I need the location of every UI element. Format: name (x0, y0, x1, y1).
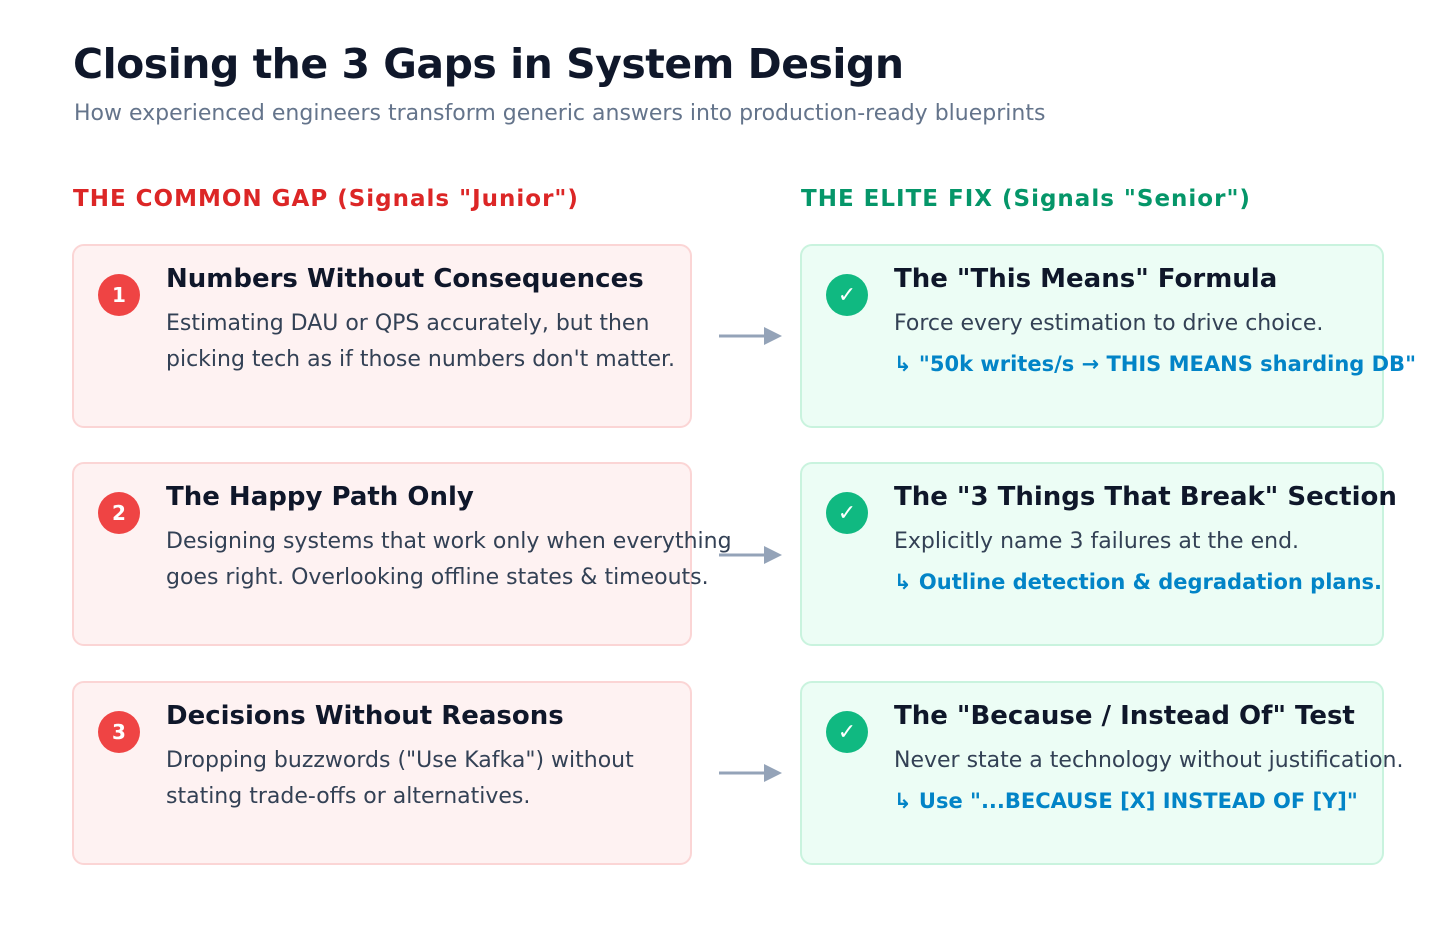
gap-description: Estimating DAU or QPS accurately, but th… (166, 306, 675, 378)
gap-card-2: 2 The Happy Path Only Designing systems … (72, 462, 732, 646)
gap-title: The Happy Path Only (166, 482, 474, 512)
page-subtitle: How experienced engineers transform gene… (74, 101, 1046, 126)
gap-description-line: stating trade-offs or alternatives. (166, 784, 531, 809)
gap-description: Dropping buzzwords ("Use Kafka") without… (166, 743, 634, 815)
gap-number-badge: 3 (98, 711, 140, 753)
fix-description: Never state a technology without justifi… (894, 748, 1404, 773)
fix-title: The "3 Things That Break" Section (894, 482, 1397, 512)
fix-card-2: ✓ The "3 Things That Break" Section Expl… (800, 462, 1397, 646)
gap-description-line: Dropping buzzwords ("Use Kafka") without (166, 748, 634, 773)
gap-description: Designing systems that work only when ev… (166, 524, 732, 596)
fix-note: ↳ Outline detection & degradation plans. (894, 570, 1382, 594)
gap-number-badge: 1 (98, 274, 140, 316)
fix-note: ↳ "50k writes/s → THIS MEANS sharding DB… (894, 352, 1417, 376)
gap-card-1: 1 Numbers Without Consequences Estimatin… (72, 244, 692, 428)
checkmark-icon: ✓ (826, 274, 868, 316)
right-arrow-icon (719, 327, 782, 345)
gap-description-line: Designing systems that work only when ev… (166, 529, 732, 554)
right-arrow-icon (719, 764, 782, 782)
elite-fix-heading: THE ELITE FIX (Signals "Senior") (801, 186, 1251, 212)
fix-description: Explicitly name 3 failures at the end. (894, 529, 1300, 554)
checkmark-icon: ✓ (826, 492, 868, 534)
fix-note: ↳ Use "...BECAUSE [X] INSTEAD OF [Y]" (894, 789, 1358, 813)
fix-title: The "This Means" Formula (894, 264, 1278, 294)
gap-title: Numbers Without Consequences (166, 264, 644, 294)
gap-number-badge: 2 (98, 492, 140, 534)
gap-card-3: 3 Decisions Without Reasons Dropping buz… (72, 681, 692, 865)
checkmark-icon: ✓ (826, 711, 868, 753)
fix-card-3: ✓ The "Because / Instead Of" Test Never … (800, 681, 1403, 865)
fix-title: The "Because / Instead Of" Test (894, 701, 1355, 731)
gap-title: Decisions Without Reasons (166, 701, 564, 731)
common-gap-heading: THE COMMON GAP (Signals "Junior") (73, 186, 579, 212)
gap-description-line: picking tech as if those numbers don't m… (166, 347, 675, 372)
right-arrow-icon (719, 546, 782, 564)
gap-description-line: goes right. Overlooking offline states &… (166, 565, 709, 590)
page-title: Closing the 3 Gaps in System Design (73, 40, 904, 88)
fix-description: Force every estimation to drive choice. (894, 311, 1324, 336)
fix-card-1: ✓ The "This Means" Formula Force every e… (800, 244, 1416, 428)
gap-description-line: Estimating DAU or QPS accurately, but th… (166, 311, 650, 336)
